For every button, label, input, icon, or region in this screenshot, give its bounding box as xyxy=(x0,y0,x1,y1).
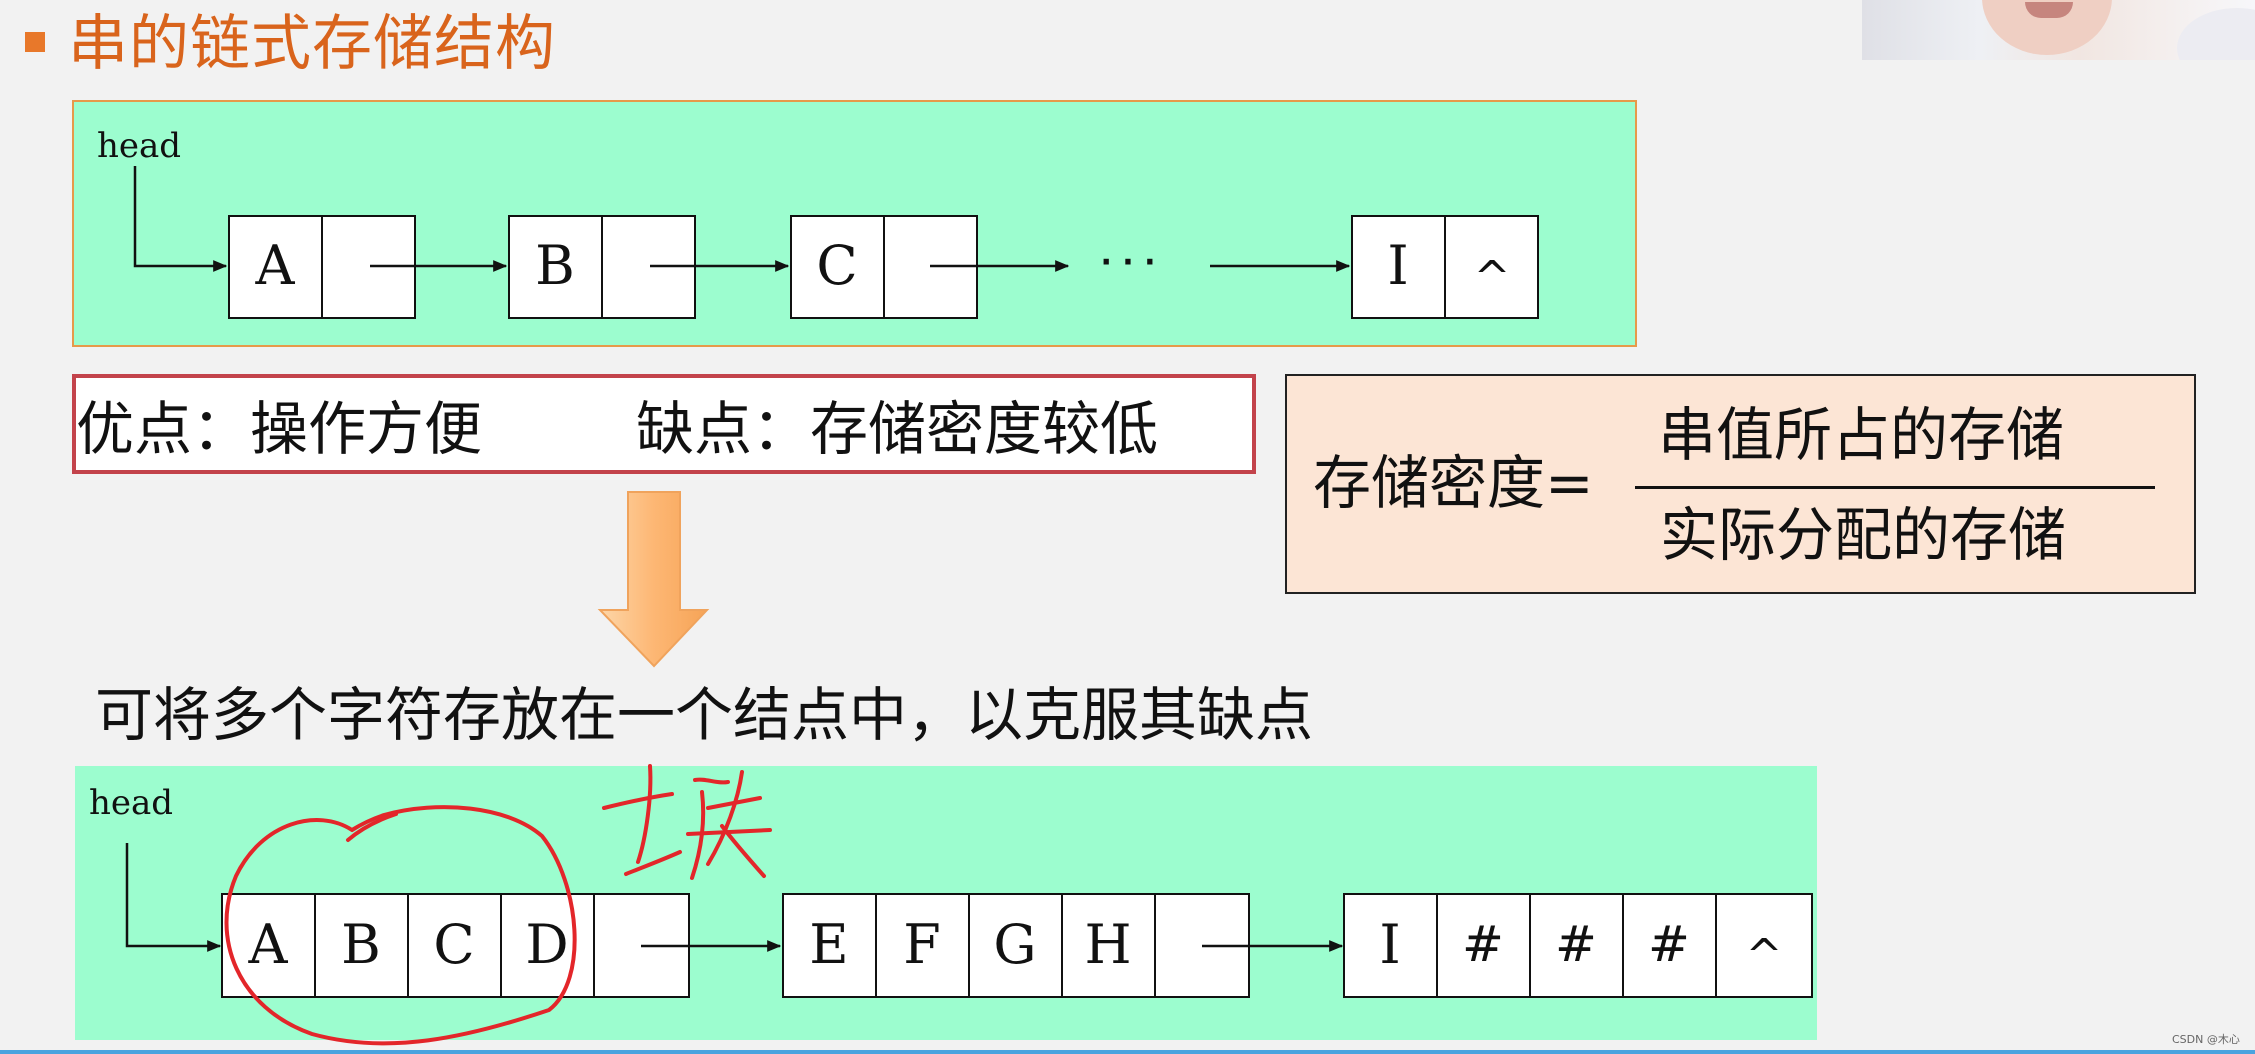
fraction-bar xyxy=(1635,486,2155,489)
bottom-block-3: I # # # ^ xyxy=(1343,893,1813,998)
top-node-c-char: C xyxy=(816,234,857,297)
transform-down-arrow xyxy=(597,491,710,668)
density-denominator: 实际分配的存储 xyxy=(1660,501,2067,569)
top-node-a-char: A xyxy=(255,234,296,297)
block2-char-h: H xyxy=(1084,913,1131,976)
density-label: 存储密度= xyxy=(1313,449,1594,517)
top-node-i-char: I xyxy=(1387,234,1408,297)
top-ellipsis: · · · xyxy=(1100,245,1155,280)
annotation-text: 块 xyxy=(0,0,1,1)
presenter-mouth xyxy=(2025,2,2073,18)
block1-char-c: C xyxy=(433,913,474,976)
caption-text: 可将多个字符存放在一个结点中，以克服其缺点 xyxy=(95,681,1314,749)
pros-cons-box xyxy=(72,374,1256,474)
title-bullet xyxy=(25,32,45,52)
block1-char-d: D xyxy=(525,913,568,976)
block3-char-hash-2: # xyxy=(1555,915,1597,973)
annotation-circle xyxy=(224,805,577,1046)
block2-char-e: E xyxy=(809,913,848,976)
block3-char-hash-3: # xyxy=(1648,915,1690,973)
bottom-head-label: head xyxy=(89,783,173,823)
cons-text: 缺点：存储密度较低 xyxy=(636,395,1159,463)
bottom-null-symbol: ^ xyxy=(1746,930,1783,981)
annotation-circle-tail xyxy=(346,812,398,842)
density-numerator: 串值所占的存储 xyxy=(1658,401,2065,469)
top-null-symbol: ^ xyxy=(1474,252,1511,303)
block2-char-g: G xyxy=(993,913,1036,976)
csdn-watermark: CSDN @木心 xyxy=(2172,1033,2240,1046)
bottom-block-2: E F G H xyxy=(782,893,1250,998)
block2-char-f: F xyxy=(903,913,940,976)
block3-char-i: I xyxy=(1379,913,1400,976)
storage-density-box xyxy=(1285,374,2196,594)
top-node-i: I ^ xyxy=(1351,215,1539,319)
bottom-head-arrow xyxy=(125,843,222,952)
top-node-b-char: B xyxy=(535,234,575,297)
bottom-accent-bar xyxy=(0,1050,2255,1054)
top-head-label: head xyxy=(97,126,181,166)
bottom-block-1: A B C D xyxy=(221,893,690,998)
block1-char-b: B xyxy=(341,913,381,976)
block1-char-a: A xyxy=(248,913,289,976)
top-head-arrow xyxy=(133,166,228,272)
slide-title: 串的链式存储结构 xyxy=(68,9,556,79)
block3-char-hash-1: # xyxy=(1462,915,1504,973)
pros-text: 优点：操作方便 xyxy=(76,395,483,463)
webcam-overlay xyxy=(1862,0,2255,60)
annotation-handwritten-block-char xyxy=(602,764,772,880)
